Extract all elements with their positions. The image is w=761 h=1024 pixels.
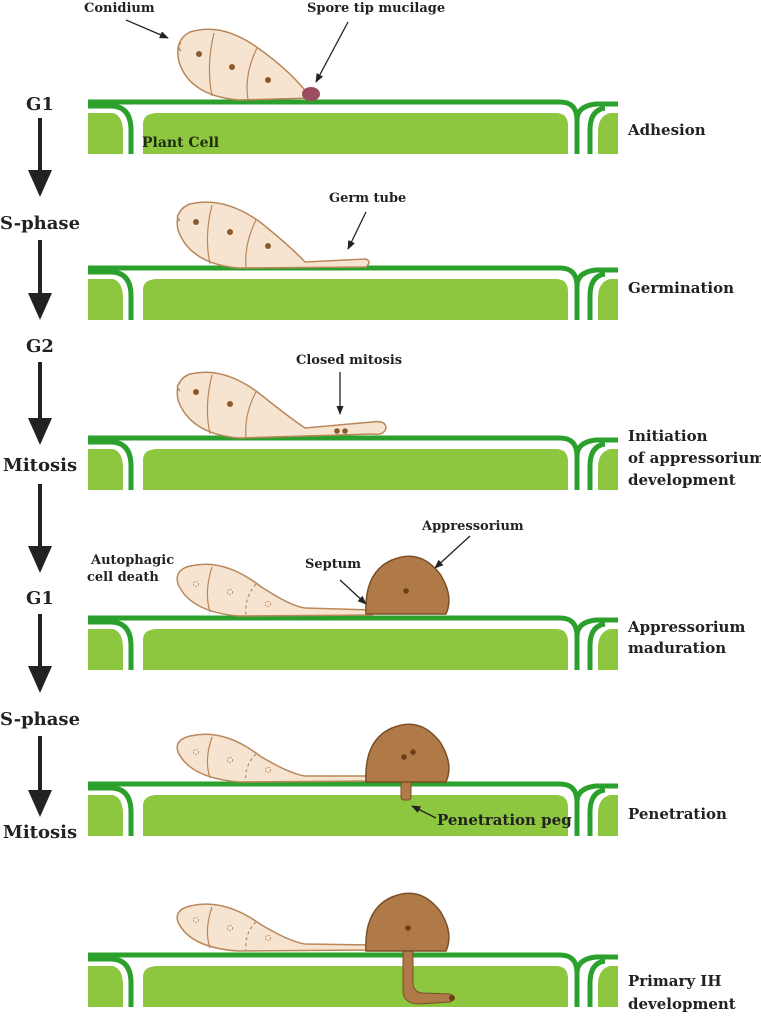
phase-label-mitosis: Mitosis xyxy=(3,455,77,476)
conidium-adhesion xyxy=(177,28,320,101)
mitotic-nucleus xyxy=(334,428,340,434)
germ-tube-label: Germ tube xyxy=(329,191,406,206)
cycle-arrow-4 xyxy=(28,484,52,573)
phase-label-g2: G2 xyxy=(26,336,54,357)
spore-tip-mucilage xyxy=(302,87,320,101)
panel-germination xyxy=(88,265,618,320)
phase-label-mitosis-second: Mitosis xyxy=(3,822,77,843)
panel-maturation xyxy=(88,615,618,670)
septum-label: Septum xyxy=(305,557,361,572)
cycle-arrow-6 xyxy=(28,736,52,817)
appressorium-label: Appressorium xyxy=(421,519,524,534)
stage-labels: Adhesion Germination Initiation of appre… xyxy=(627,121,761,1013)
stage-label-adhesion: Adhesion xyxy=(627,121,706,139)
stage-label-initiation-line1: Initiation xyxy=(628,427,708,445)
stage-label-primary-ih-line1: Primary IH xyxy=(628,972,722,990)
cycle-arrow-5 xyxy=(28,614,52,693)
plant-cell-strip xyxy=(88,952,618,1007)
penetration-peg xyxy=(400,779,412,801)
stage-label-germination: Germination xyxy=(628,279,734,297)
conidium-label: Conidium xyxy=(84,1,155,16)
spore-tip-mucilage-label: Spore tip mucilage xyxy=(307,1,445,16)
mucilage-pointer xyxy=(315,21,349,83)
phase-label-g1: G1 xyxy=(26,94,54,115)
plant-cell-strip xyxy=(88,99,618,154)
autophagic-label-line1: Autophagic xyxy=(90,553,174,568)
penetration-peg-pointer xyxy=(411,805,437,819)
germ-tube-pointer xyxy=(347,211,367,250)
appressorium xyxy=(365,723,450,783)
autophagic-label-line2: cell death xyxy=(87,570,159,585)
stage-label-initiation-line3: development xyxy=(628,471,736,489)
panel-penetration xyxy=(88,781,618,836)
panel-adhesion: Plant Cell xyxy=(88,99,618,154)
appressorium xyxy=(365,892,450,952)
cycle-arrow-1 xyxy=(28,118,52,197)
phase-label-s-phase: S-phase xyxy=(0,213,80,234)
stage-label-primary-ih-line2: development xyxy=(628,995,736,1013)
panel-primary-ih xyxy=(88,952,618,1007)
conidium-primary-ih xyxy=(176,903,373,952)
penetration-peg-label: Penetration peg xyxy=(437,811,572,829)
cell-cycle-column: G1 S-phase G2 Mitosis G1 S-phase Mitosis xyxy=(0,94,80,843)
appressorium xyxy=(365,555,450,615)
conidium-pointer xyxy=(125,19,169,39)
plant-cell-strip xyxy=(88,615,618,670)
closed-mitosis-label: Closed mitosis xyxy=(296,353,402,368)
phase-label-s-phase-second: S-phase xyxy=(0,709,80,730)
mitotic-nucleus xyxy=(342,428,348,434)
phase-label-g1-second: G1 xyxy=(26,588,54,609)
conidium-initiation xyxy=(176,371,387,439)
appressorium-pointer xyxy=(434,535,471,569)
panel-initiation xyxy=(88,435,618,490)
cycle-arrow-3 xyxy=(28,362,52,445)
stage-label-maduration-line1: Appressorium xyxy=(627,618,745,636)
cycle-arrow-2 xyxy=(28,240,52,320)
plant-cell-strip xyxy=(88,435,618,490)
conidium-penetration xyxy=(176,733,373,783)
stage-label-maduration-line2: maduration xyxy=(628,639,726,657)
septum-pointer xyxy=(339,579,367,605)
plant-cell-strip xyxy=(88,781,618,836)
plant-cell-strip xyxy=(88,265,618,320)
plant-cell-label: Plant Cell xyxy=(142,135,219,151)
stage-label-initiation-line2: of appressorium xyxy=(628,449,761,467)
stage-label-penetration: Penetration xyxy=(628,805,727,823)
conidium-germination xyxy=(176,201,370,269)
